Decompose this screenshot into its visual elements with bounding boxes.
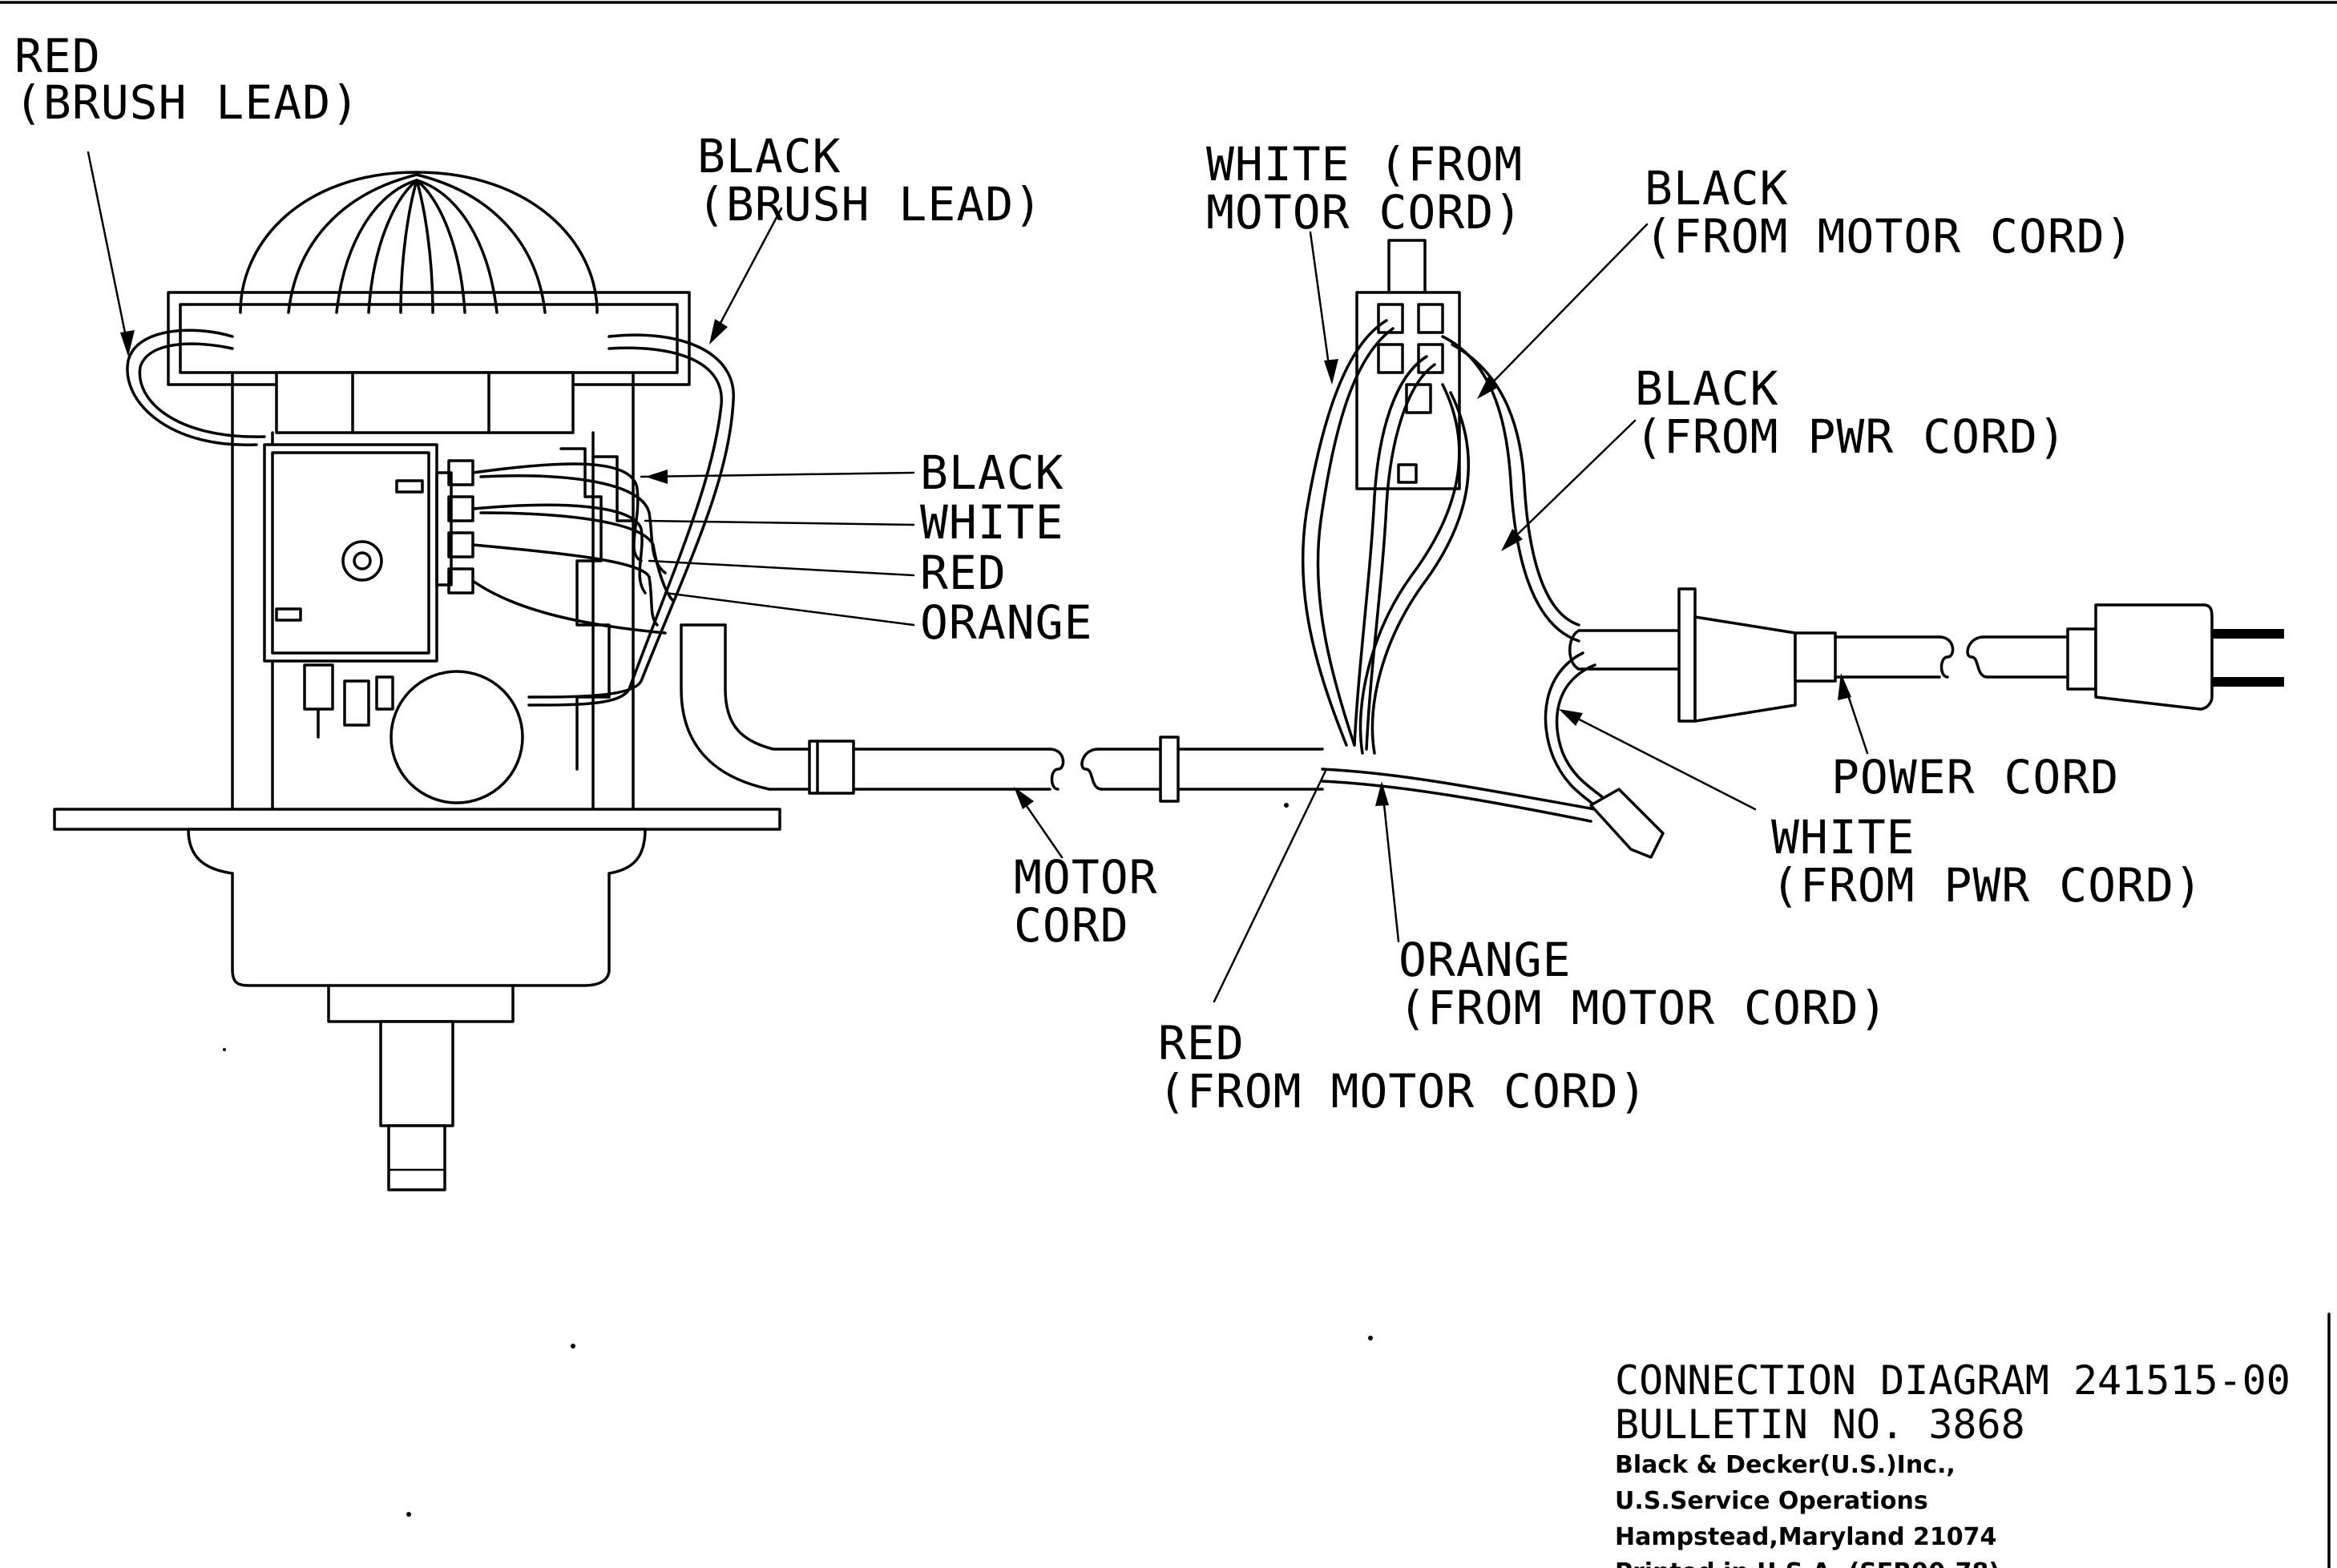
printed-note: Printed in U.S.A. (SER90-78)	[1615, 1558, 2000, 1568]
motor-cord-bend	[680, 623, 811, 791]
label-black-from-pwr-cord-1: BLACK	[1635, 361, 1779, 416]
white-pwr-wire	[1555, 663, 1608, 803]
company-address: Hampstead,Maryland 21074	[1615, 1523, 1996, 1551]
label-orange-from-motor-cord-1: ORANGE	[1399, 933, 1572, 987]
black-motor-wire	[1353, 355, 1428, 747]
label-black-brush-lead-2: (BRUSH LEAD)	[697, 177, 1043, 232]
power-cord	[1568, 587, 2284, 723]
motor-assembly	[53, 171, 781, 1191]
label-black-from-motor-cord-2: (FROM MOTOR CORD)	[1645, 209, 2134, 264]
black-pwr-cord-wire	[1441, 335, 1580, 643]
leader-lines	[87, 151, 1869, 1003]
black-pwr-wire	[1358, 383, 1461, 755]
label-white-from-pwr-cord-1: WHITE	[1771, 810, 1915, 865]
label-black-from-motor-cord-1: BLACK	[1645, 161, 1789, 216]
label-white-from-motor-cord-2: MOTOR CORD)	[1206, 185, 1523, 240]
diagram-title: CONNECTION DIAGRAM 241515-00	[1615, 1357, 2291, 1404]
label-red-brush-lead-2: (BRUSH LEAD)	[14, 75, 360, 130]
label-red-from-motor-cord-1: RED	[1158, 1016, 1245, 1070]
division-name: U.S.Service Operations	[1615, 1487, 1928, 1515]
black-brush-lead-wire	[527, 333, 735, 699]
company-name: Black & Decker(U.S.)Inc.,	[1615, 1451, 1956, 1479]
red-brush-lead-wire	[126, 329, 258, 446]
label-switch-black: BLACK	[920, 445, 1064, 500]
label-white-from-pwr-cord-2: (FROM PWR CORD)	[1771, 858, 2203, 913]
bulletin-number: BULLETIN NO. 3868	[1615, 1401, 2025, 1448]
terminal-block	[1355, 239, 1461, 490]
label-orange-from-motor-cord-2: (FROM MOTOR CORD)	[1399, 981, 1888, 1035]
wire-nut	[1589, 788, 1665, 859]
label-black-from-pwr-cord-2: (FROM PWR CORD)	[1635, 409, 2067, 464]
label-black-brush-lead-1: BLACK	[697, 129, 842, 183]
label-white-from-motor-cord-1: WHITE (FROM	[1206, 137, 1523, 191]
label-switch-red: RED	[920, 546, 1007, 600]
label-power-cord: POWER CORD	[1831, 750, 2119, 804]
label-red-brush-lead-1: RED	[14, 29, 101, 83]
label-motor-cord-2: CORD	[1014, 898, 1129, 953]
label-switch-white: WHITE	[920, 495, 1064, 550]
title-block: CONNECTION DIAGRAM 241515-00 BULLETIN NO…	[1615, 1357, 2291, 1568]
white-motor-wire	[1301, 319, 1388, 747]
switch-wire-bundle	[471, 462, 675, 635]
label-motor-cord-1: MOTOR	[1014, 850, 1158, 905]
label-red-from-motor-cord-2: (FROM MOTOR CORD)	[1158, 1064, 1648, 1119]
label-switch-orange: ORANGE	[920, 595, 1093, 650]
